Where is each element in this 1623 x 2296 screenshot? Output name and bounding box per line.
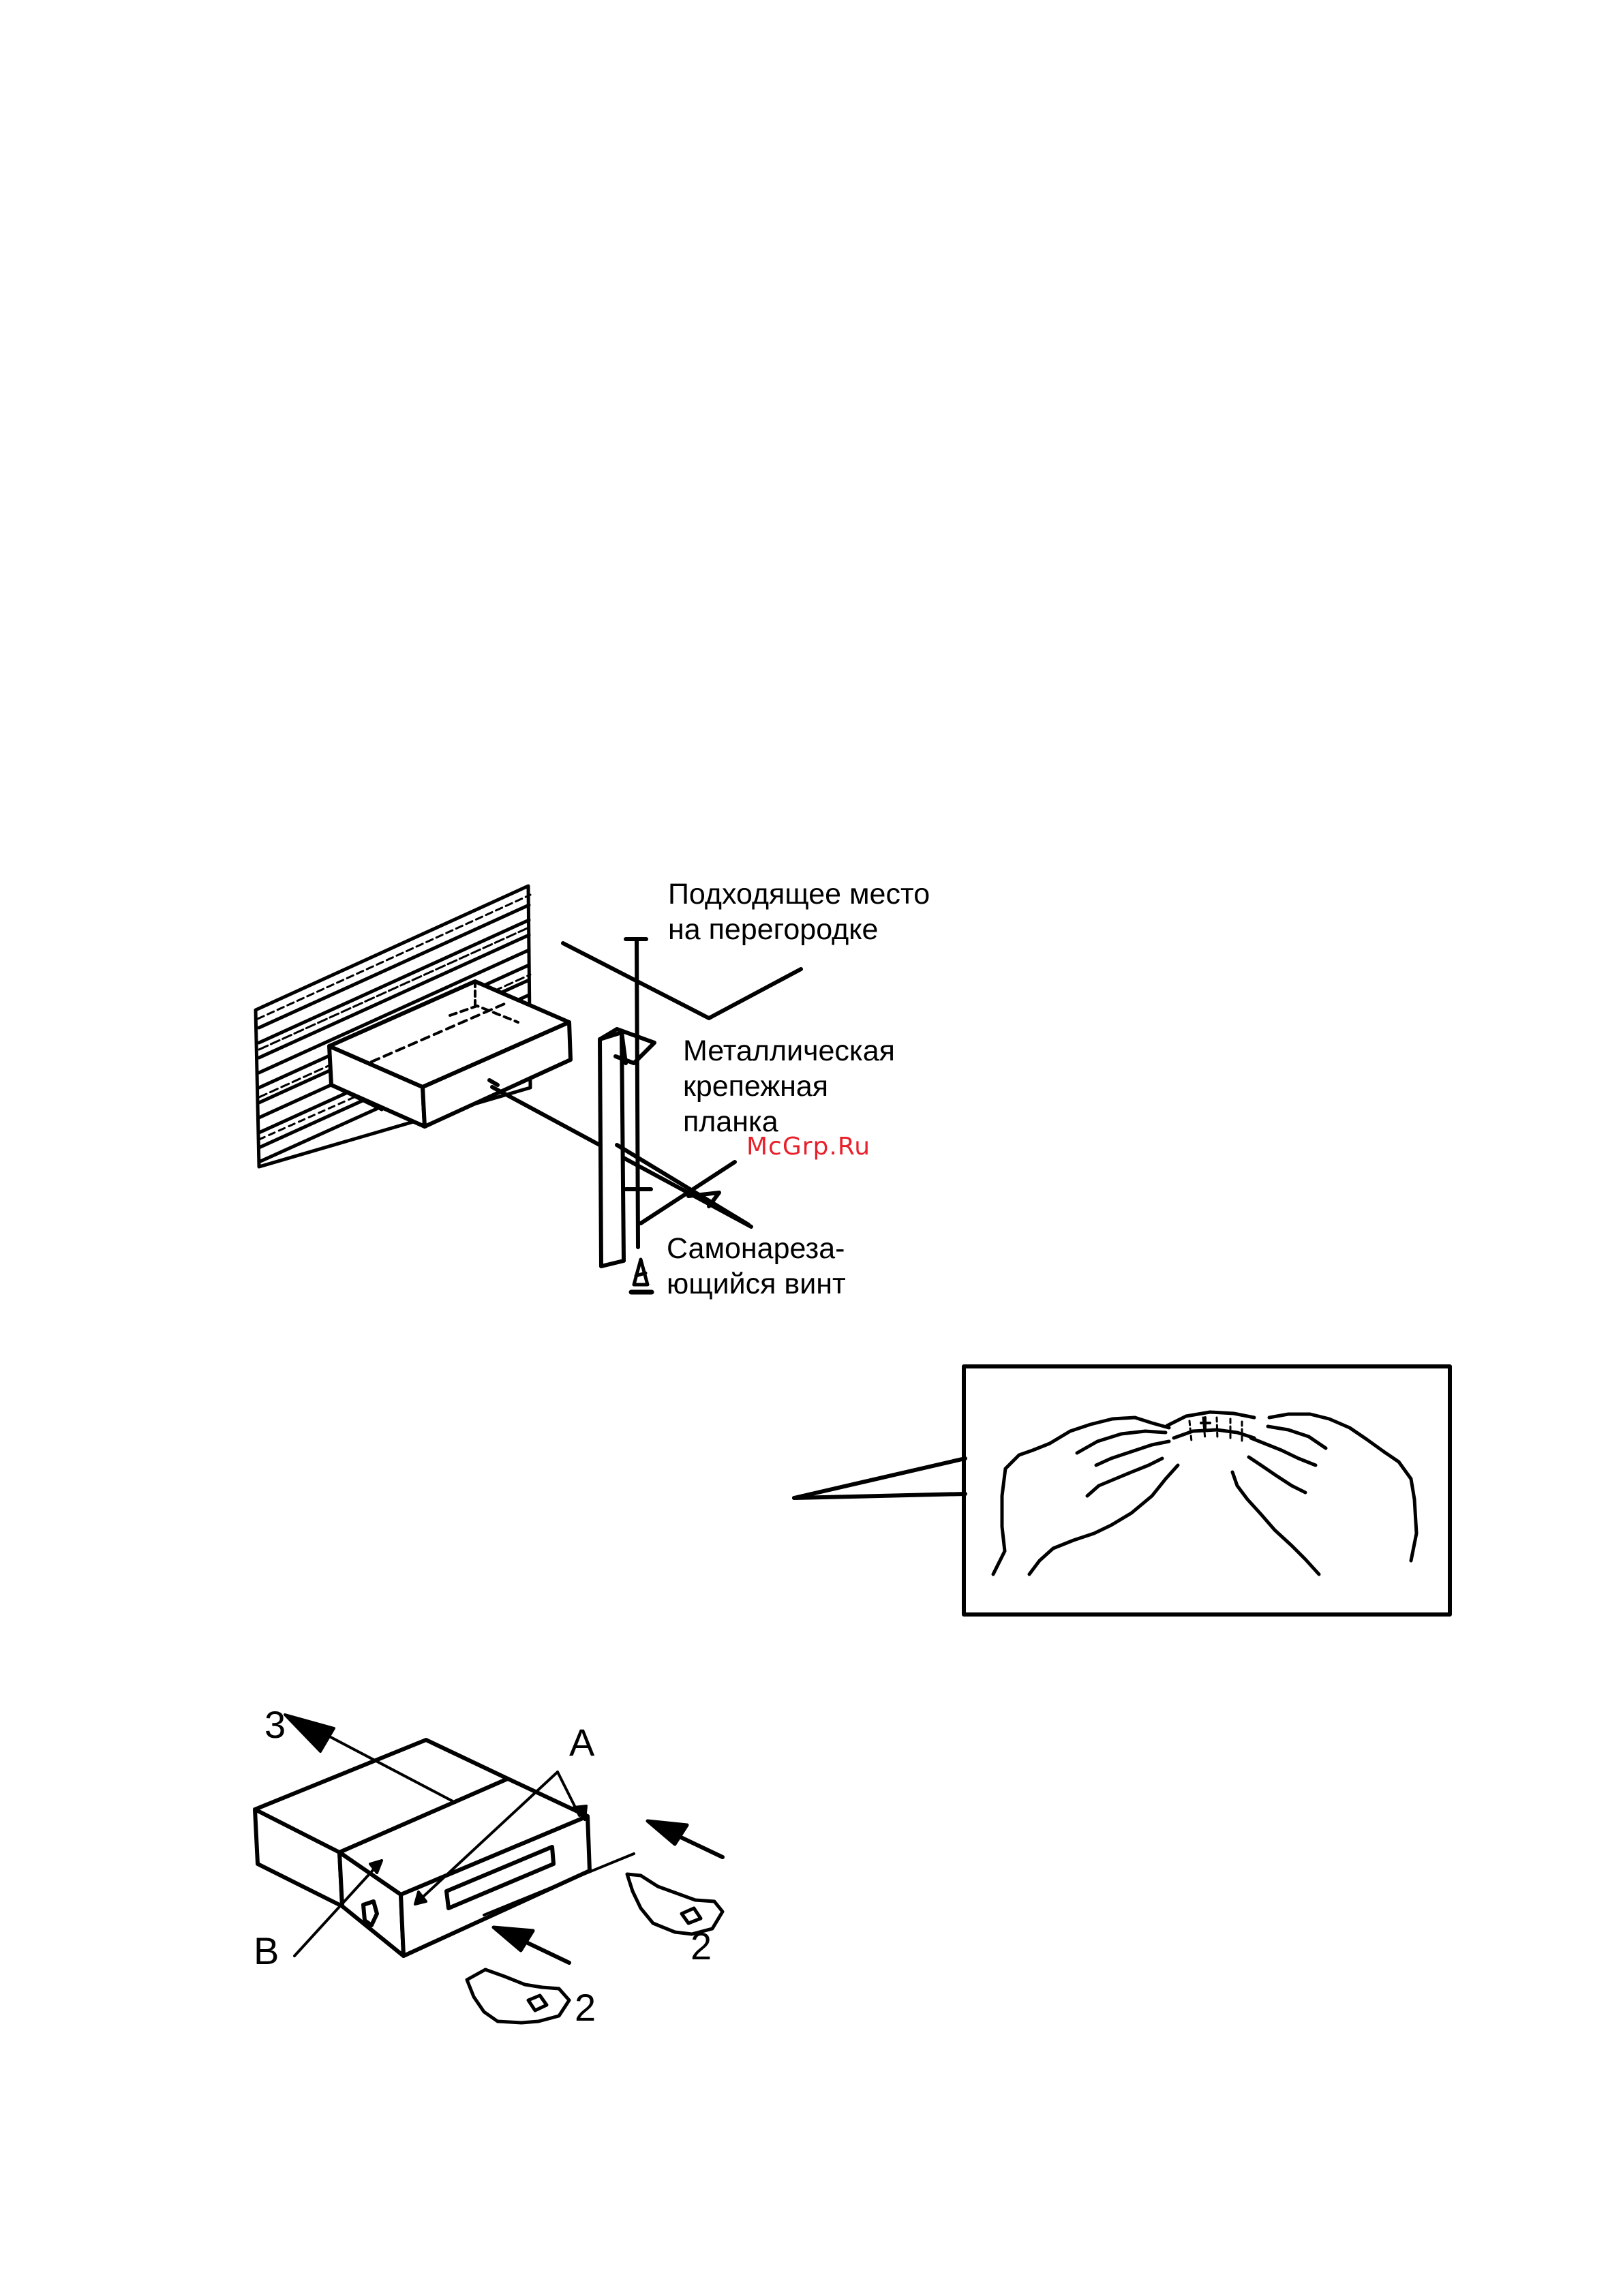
label-2-left: 2 (575, 1987, 596, 2030)
label-3: 3 (264, 1704, 286, 1747)
arrow-3 (285, 1715, 455, 1803)
label-a: A (569, 1721, 594, 1764)
partition-line (563, 943, 801, 1018)
release-key-left-icon (467, 1927, 569, 2023)
watermark: McGrp.Ru (746, 1133, 870, 1161)
self-tapping-screw-icon (631, 1259, 652, 1292)
bracket-label-line1: Металлическая (683, 1035, 895, 1067)
label-2-right: 2 (691, 1925, 712, 1968)
label-b: B (254, 1930, 279, 1973)
metal-strap (600, 1029, 654, 1266)
screw-label-line2: ющийся винт (667, 1268, 846, 1300)
partition-label-line1: Подходящее место (668, 878, 930, 910)
screw-label-line1: Самонареза- (667, 1232, 845, 1265)
bracket-label-line2: крепежная (683, 1070, 828, 1103)
hands-callout (794, 1366, 1450, 1614)
unit-with-keys (255, 1740, 590, 1956)
partition-label-line2: на перегородке (668, 913, 878, 946)
